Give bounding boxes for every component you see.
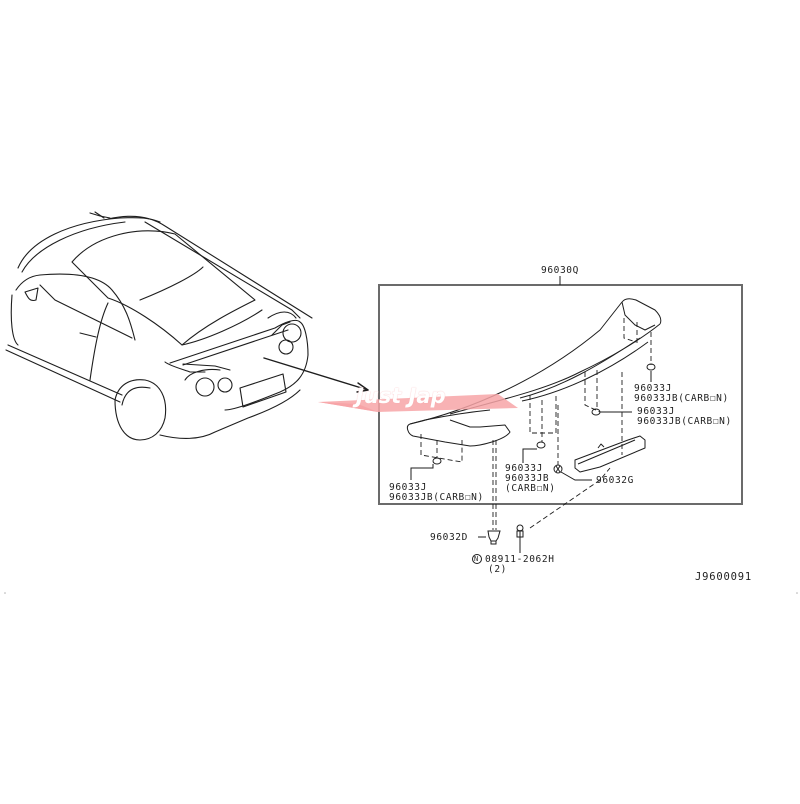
assembly-part-label: 96030Q <box>541 265 579 276</box>
leader-lines <box>410 371 652 553</box>
callout-center-line3: (CARB☐N) <box>505 483 556 494</box>
callout-screw-qty: (2) <box>488 564 507 575</box>
callout-screw-part: 08911-2062H <box>485 554 555 565</box>
car-illustration <box>5 211 369 441</box>
watermark-logo: Just Jap <box>318 382 518 416</box>
callout-lower-left-line2: 96033JB(CARB☐N) <box>389 492 484 503</box>
diagram-id: J9600091 <box>695 571 752 583</box>
callout-clip-d: 96032D <box>430 532 468 543</box>
callout-center-line2: 96033JB <box>505 473 550 484</box>
callout-mid-right-line1: 96033J <box>637 406 675 417</box>
screw-symbol-icon: N <box>474 555 479 563</box>
watermark-text: Just Jap <box>356 384 446 408</box>
callout-mid-right-line2: 96033JB(CARB☐N) <box>637 416 732 427</box>
fasteners <box>472 524 524 564</box>
callout-upper-right-line2: 96033JB(CARB☐N) <box>634 393 729 404</box>
callout-clip-g: 96032G <box>596 475 634 486</box>
callout-upper-right-line1: 96033J <box>634 383 672 394</box>
watermark-swoosh-icon <box>318 394 518 412</box>
callout-center-line1: 96033J <box>505 463 543 474</box>
callout-lower-left-line1: 96033J <box>389 482 427 493</box>
dashed-guides <box>420 318 652 530</box>
